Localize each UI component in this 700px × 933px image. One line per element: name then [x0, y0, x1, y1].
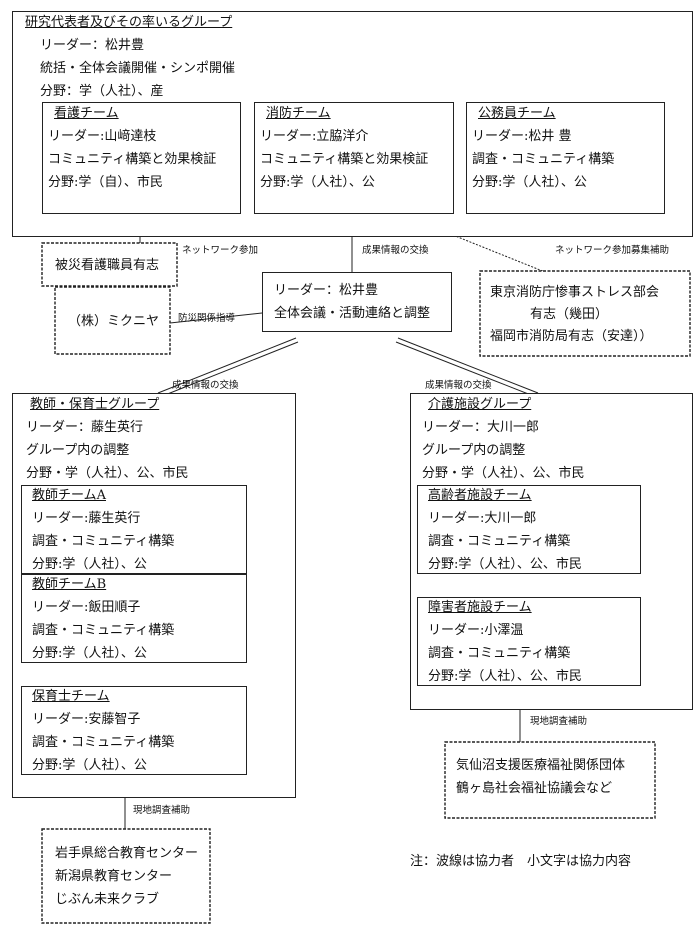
elderly-team-title: 高齢者施設チーム	[428, 488, 532, 503]
iwate-line3: じぶん未来クラブ	[55, 892, 160, 907]
civil-team-title: 公務員チーム	[478, 106, 556, 121]
legend-note: 注：波線は協力者 小文字は協力内容	[410, 854, 632, 869]
teacher-team-b-role: 調査・コミュニティ構築	[32, 623, 175, 638]
top-group-title: 研究代表者及びその率いるグループ	[25, 15, 233, 30]
center-role: 全体会議・活動連絡と調整	[274, 306, 431, 321]
care-group-field: 分野・学（人社）、公、市民	[422, 466, 585, 481]
elderly-team-box	[417, 485, 641, 574]
label-network-support: ネットワーク参加募集補助	[555, 245, 670, 256]
teacher-team-a-leader: リーダー:藤生英行	[32, 511, 141, 526]
nursing-team-box	[42, 102, 241, 214]
elderly-team-leader: リーダー:大川一郎	[428, 511, 537, 526]
fire-team-title: 消防チーム	[266, 106, 331, 121]
disabled-team-leader: リーダー:小澤温	[428, 623, 524, 638]
teacher-team-b-box	[21, 574, 247, 663]
label-field-support-right: 現地調査補助	[530, 716, 588, 727]
teacher-team-a-role: 調査・コミュニティ構築	[32, 534, 175, 549]
nursery-team-box	[21, 686, 247, 775]
teacher-group-field: 分野・学（人社）、公、市民	[26, 466, 189, 481]
civil-team-field: 分野:学（人社）、公	[472, 175, 587, 190]
civil-team-leader: リーダー:松井 豊	[472, 129, 572, 144]
fire-team-field: 分野:学（人社）、公	[260, 175, 375, 190]
center-box	[262, 272, 452, 332]
teacher-team-a-box	[21, 485, 247, 574]
teacher-group-title: 教師・保育士グループ	[30, 397, 160, 412]
nursing-team-role: コミュニティ構築と効果検証	[48, 152, 217, 167]
iwate-line1: 岩手県総合教育センター	[55, 846, 199, 861]
elderly-team-role: 調査・コミュニティ構築	[428, 534, 571, 549]
nursery-team-role: 調査・コミュニティ構築	[32, 735, 175, 750]
civil-team-box	[466, 102, 665, 214]
center-leader: リーダー：松井豊	[274, 283, 379, 298]
label-field-support-left: 現地調査補助	[133, 805, 191, 816]
disabled-team-box	[417, 597, 641, 686]
nurse-volunteers-text: 被災看護職員有志	[55, 258, 160, 273]
top-group-field: 分野：学（人社）、産	[40, 84, 164, 99]
disabled-team-role: 調査・コミュニティ構築	[428, 646, 571, 661]
label-result-exchange-right: 成果情報の交換	[425, 380, 492, 391]
tokyo-fire-line2: 有志（幾田）	[530, 307, 609, 322]
label-disaster-guidance: 防災関係指導	[178, 313, 236, 324]
teacher-team-b-leader: リーダー:飯田順子	[32, 600, 141, 615]
care-group-role: グループ内の調整	[422, 443, 526, 458]
nursery-team-leader: リーダー:安藤智子	[32, 712, 141, 727]
elderly-team-field: 分野:学（人社）、公、市民	[428, 557, 582, 572]
care-group-leader: リーダー：大川一郎	[422, 420, 540, 435]
nursing-team-field: 分野:学（自）、市民	[48, 175, 163, 190]
teacher-team-a-field: 分野:学（人社）、公	[32, 557, 147, 572]
teacher-team-a-title: 教師チームA	[32, 488, 106, 503]
tokyo-fire-line1: 東京消防庁惨事ストレス部会	[490, 285, 660, 300]
teacher-team-b-title: 教師チームB	[32, 577, 107, 592]
teacher-group-role: グループ内の調整	[26, 443, 130, 458]
label-result-exchange-left: 成果情報の交換	[172, 380, 239, 391]
civil-team-role: 調査・コミュニティ構築	[472, 152, 615, 167]
fire-team-leader: リーダー:立脇洋介	[260, 129, 369, 144]
nursery-team-field: 分野:学（人社）、公	[32, 758, 147, 773]
nursery-team-title: 保育士チーム	[32, 689, 110, 704]
fire-team-box	[254, 102, 454, 214]
disabled-team-title: 障害者施設チーム	[428, 600, 532, 615]
iwate-line2: 新潟県教育センター	[55, 869, 173, 884]
nursing-team-leader: リーダー:山﨑達枝	[48, 129, 157, 144]
kesennuma-line2: 鶴ヶ島社会福祉協議会など	[456, 781, 613, 796]
label-result-exchange-top: 成果情報の交換	[362, 245, 429, 256]
fire-team-role: コミュニティ構築と効果検証	[260, 152, 429, 167]
disabled-team-field: 分野:学（人社）、公、市民	[428, 669, 582, 684]
nursing-team-title: 看護チーム	[54, 106, 119, 121]
mikuniya-text: （株）ミクニヤ	[68, 314, 160, 329]
top-group-leader: リーダー：松井豊	[40, 38, 145, 53]
teacher-team-b-field: 分野:学（人社）、公	[32, 646, 147, 661]
care-group-title: 介護施設グループ	[428, 397, 532, 412]
kesennuma-line1: 気仙沼支援医療福祉関係団体	[456, 758, 626, 773]
tokyo-fire-line3: 福岡市消防局有志（安達））	[490, 329, 653, 344]
label-network-join: ネットワーク参加	[182, 245, 259, 256]
top-group-role: 統括・全体会議開催・シンポ開催	[40, 61, 236, 76]
teacher-group-leader: リーダー：藤生英行	[26, 420, 144, 435]
